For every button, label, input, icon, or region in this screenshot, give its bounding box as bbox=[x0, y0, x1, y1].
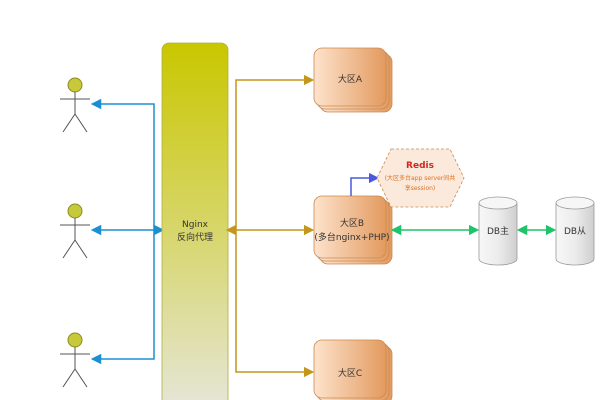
region-b-stack bbox=[313, 195, 393, 265]
db-slave-cylinder bbox=[555, 196, 595, 266]
region-a-stack bbox=[313, 47, 393, 113]
connector-user3-nginx bbox=[90, 230, 155, 365]
user-icon-1 bbox=[60, 77, 90, 133]
connector-user1-nginx bbox=[90, 98, 165, 236]
connector-nginx-region-a bbox=[235, 74, 315, 230]
connector-region-b-redis bbox=[350, 172, 380, 196]
db-master-cylinder bbox=[478, 196, 518, 266]
region-a-label: 大区A bbox=[338, 73, 363, 85]
redis-desc-line1: (大区多台app server间共 bbox=[385, 174, 456, 182]
redis-desc-line2: 享session) bbox=[405, 184, 436, 192]
user-icon-2 bbox=[60, 203, 90, 259]
nginx-label: Nginx bbox=[182, 220, 209, 230]
nginx-sublabel: 反向代理 bbox=[177, 231, 213, 243]
region-c-stack bbox=[313, 339, 393, 400]
db-master-label: DB主 bbox=[487, 225, 509, 237]
redis-session-store bbox=[376, 148, 465, 208]
redis-title: Redis bbox=[406, 161, 434, 171]
region-c-label: 大区C bbox=[338, 367, 362, 379]
region-b-sublabel: (多台nginx+PHP) bbox=[314, 231, 389, 243]
db-slave-label: DB从 bbox=[564, 226, 586, 237]
user-icon-3 bbox=[60, 332, 90, 388]
connector-nginx-region-c bbox=[235, 230, 315, 378]
region-b-label: 大区B bbox=[340, 217, 364, 229]
